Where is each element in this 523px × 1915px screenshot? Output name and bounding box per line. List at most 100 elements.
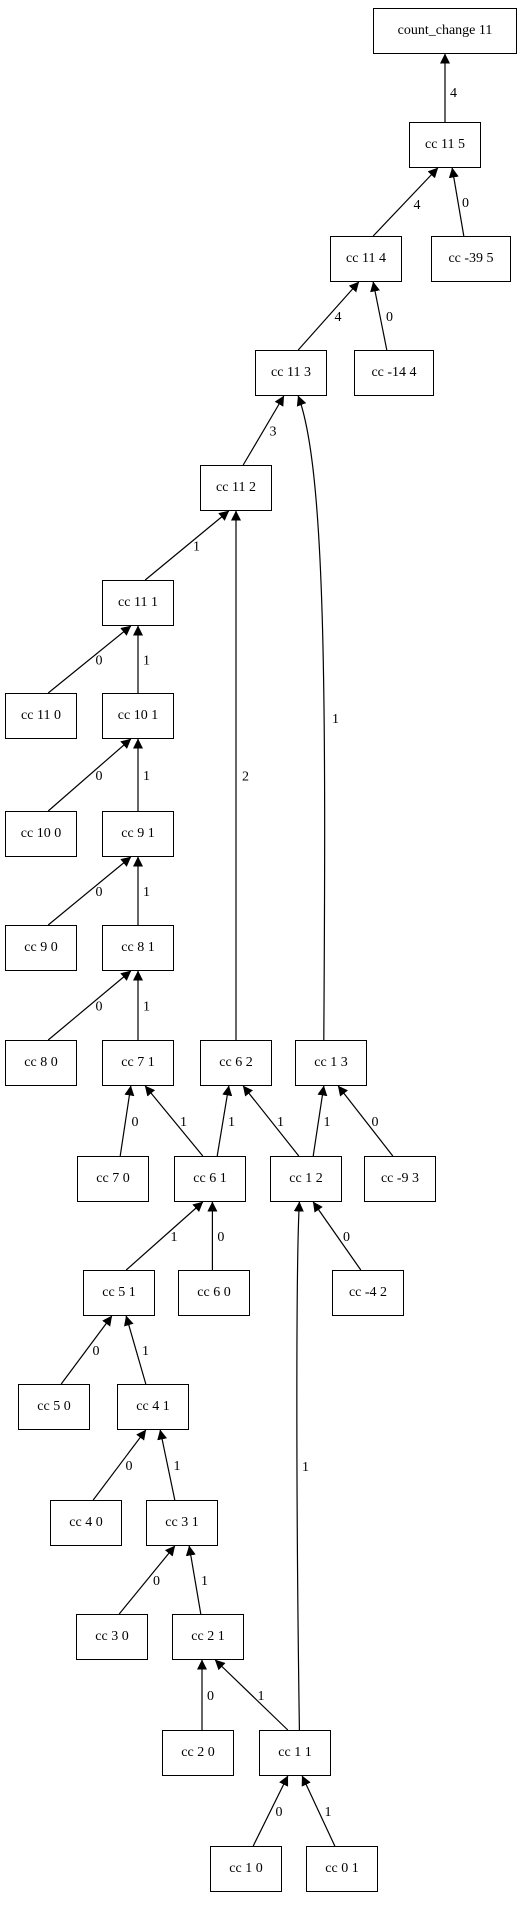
edge-label: 1 [258,1689,265,1704]
node-cc-2-0: cc 2 0 [162,1730,234,1776]
edge-label: 1 [277,1115,284,1130]
edge-label: 0 [126,1459,133,1474]
edge-cc-1-3-to-cc-11-3 [296,395,326,1041]
node-cc-m39-5: cc -39 5 [431,236,511,282]
edge-cc-9-0-to-cc-9-1 [47,856,132,926]
edge-label: 1 [302,1460,309,1475]
edge-cc-0-1-to-cc-1-1 [301,1775,336,1847]
edge-cc-1-2-to-cc-1-3 [312,1085,328,1157]
edge-cc-1-1-to-cc-1-2 [293,1201,304,1731]
node-cc-7-1: cc 7 1 [102,1040,174,1086]
edge-label: 0 [132,1115,139,1130]
edge-cc-7-0-to-cc-7-1 [119,1085,135,1157]
node-cc-11-4: cc 11 4 [330,236,402,282]
edge-label: 1 [332,712,339,727]
edge-cc-11-3-to-cc-11-4 [297,281,360,351]
edge-label: 0 [386,310,393,325]
node-cc-10-0: cc 10 0 [5,811,77,857]
node-cc-6-2: cc 6 2 [200,1040,272,1086]
edge-label: 4 [335,310,342,325]
node-cc-0-1: cc 0 1 [306,1846,378,1892]
node-cc-11-3: cc 11 3 [255,350,327,396]
edge-label: 1 [228,1115,235,1130]
edge-cc-1-2-to-cc-6-2 [242,1085,300,1157]
node-cc-11-2: cc 11 2 [200,465,272,511]
node-cc-11-1: cc 11 1 [102,580,174,626]
node-cc-4-0: cc 4 0 [50,1500,122,1546]
node-cc-9-1: cc 9 1 [102,811,174,857]
edge-label: 0 [93,1344,100,1359]
edge-label: 4 [414,198,421,213]
edge-cc-5-1-to-cc-6-1 [125,1201,204,1271]
edge-cc-m39-5-to-cc-11-5 [448,167,465,237]
edge-cc-3-1-to-cc-4-1 [157,1429,176,1501]
node-cc-6-1: cc 6 1 [174,1156,246,1202]
edge-cc-6-1-to-cc-7-1 [144,1085,204,1157]
node-cc-8-1: cc 8 1 [102,925,174,971]
edge-label: 1 [325,1805,332,1820]
edge-label: 0 [96,654,103,669]
node-count-change-11: count_change 11 [373,8,517,54]
edge-cc-8-0-to-cc-8-1 [47,970,132,1041]
edge-label: 0 [217,1230,224,1245]
edge-cc-2-1-to-cc-3-1 [185,1545,202,1615]
edge-cc-4-1-to-cc-5-1 [124,1315,147,1385]
edge-label: 0 [207,1689,214,1704]
edge-label: 0 [153,1574,160,1589]
node-cc-11-5: cc 11 5 [409,122,481,168]
node-cc-m14-4: cc -14 4 [354,350,434,396]
node-cc-5-0: cc 5 0 [18,1384,90,1430]
node-cc-9-0: cc 9 0 [5,925,77,971]
edge-label: 1 [143,654,150,669]
node-cc-1-0: cc 1 0 [210,1846,282,1892]
edge-label: 0 [96,885,103,900]
node-cc-10-1: cc 10 1 [102,693,174,739]
edge-label: 1 [174,1459,181,1474]
node-cc-3-0: cc 3 0 [76,1614,148,1660]
edge-label: 1 [201,1574,208,1589]
edge-label: 1 [143,885,150,900]
edge-label: 4 [450,86,457,101]
node-cc-2-1: cc 2 1 [172,1614,244,1660]
edge-label: 1 [143,769,150,784]
edge-label: 1 [142,1344,149,1359]
node-cc-1-3: cc 1 3 [295,1040,367,1086]
edge-cc-3-0-to-cc-3-1 [118,1545,176,1615]
node-cc-8-0: cc 8 0 [5,1040,77,1086]
node-cc-6-0: cc 6 0 [178,1270,250,1316]
node-cc-5-1: cc 5 1 [83,1270,155,1316]
edge-label: 1 [193,540,200,555]
node-cc-1-2: cc 1 2 [270,1156,342,1202]
edge-label: 1 [171,1230,178,1245]
edge-label: 0 [372,1115,379,1130]
edge-label: 3 [270,425,277,440]
edge-cc-1-0-to-cc-1-1 [252,1775,289,1847]
edge-cc-11-2-to-cc-11-3 [242,395,285,466]
node-cc-m4-2: cc -4 2 [332,1270,404,1316]
node-cc-7-0: cc 7 0 [77,1156,149,1202]
edge-cc-11-0-to-cc-11-1 [47,625,132,694]
edge-label: 0 [343,1230,350,1245]
edge-label: 0 [96,1000,103,1015]
edge-label: 2 [242,770,249,785]
edge-label: 0 [276,1805,283,1820]
edge-cc-m4-2-to-cc-1-2 [312,1201,362,1271]
edge-cc-m14-4-to-cc-11-4 [370,281,388,351]
edge-cc-6-1-to-cc-6-2 [216,1085,233,1157]
edge-label: 0 [462,196,469,211]
edge-cc-11-4-to-cc-11-5 [372,167,439,237]
node-cc-4-1: cc 4 1 [117,1384,189,1430]
edge-cc-10-0-to-cc-10-1 [47,738,132,812]
node-cc-11-0: cc 11 0 [5,693,77,739]
node-cc-1-1: cc 1 1 [259,1730,331,1776]
node-cc-m9-3: cc -9 3 [364,1156,436,1202]
edge-label: 1 [143,1000,150,1015]
edge-cc-4-0-to-cc-4-1 [92,1429,147,1501]
edge-cc-5-0-to-cc-5-1 [60,1315,113,1385]
edge-cc-1-1-to-cc-2-1 [214,1659,289,1731]
edge-label: 1 [324,1115,331,1130]
edge-cc-11-1-to-cc-11-2 [144,510,230,581]
node-cc-3-1: cc 3 1 [146,1500,218,1546]
